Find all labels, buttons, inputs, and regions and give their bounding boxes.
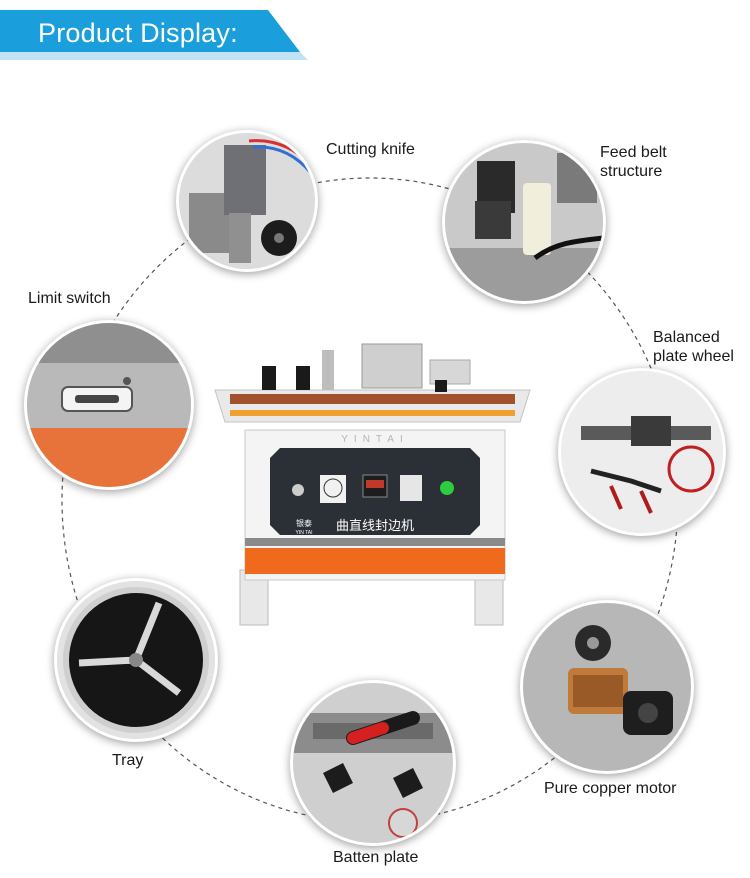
balanced-plate-wheel-image bbox=[561, 371, 723, 533]
pure-copper-motor-photo bbox=[520, 600, 694, 774]
feed-belt-label-line2: structure bbox=[600, 163, 663, 180]
limit-switch-image bbox=[27, 323, 191, 487]
batten-plate-image bbox=[293, 683, 453, 843]
feed-belt-label-line1: Feed belt bbox=[600, 144, 667, 161]
balanced-plate-wheel-label-line2: plate wheel bbox=[653, 348, 734, 365]
logo-sub: YIN TAI bbox=[295, 530, 312, 536]
feed-belt-photo bbox=[442, 140, 606, 304]
tray-photo bbox=[54, 578, 218, 742]
limit-switch-label: Limit switch bbox=[28, 290, 111, 307]
header-banner: Product Display: bbox=[0, 0, 310, 62]
balanced-plate-wheel-label-line1: Balanced bbox=[653, 329, 720, 346]
feed-belt-label: Feed belt structure bbox=[600, 143, 667, 181]
batten-plate-label: Batten plate bbox=[333, 849, 419, 866]
brand-text: YINTAI bbox=[341, 434, 408, 445]
balanced-plate-wheel-photo bbox=[558, 368, 726, 536]
tray-label: Tray bbox=[112, 752, 144, 769]
tray-image bbox=[57, 581, 215, 739]
pure-copper-motor-label: Pure copper motor bbox=[544, 780, 677, 797]
cutting-knife-image bbox=[179, 133, 315, 269]
machine-illustration: 曲直线封边机 银泰 YIN TAI YINTAI bbox=[214, 343, 531, 626]
feed-belt-image bbox=[445, 143, 603, 301]
balanced-plate-wheel-label: Balanced plate wheel bbox=[653, 328, 734, 366]
batten-plate-photo bbox=[290, 680, 456, 846]
edge-banding-machine: 曲直线封边机 银泰 YIN TAI YINTAI bbox=[200, 330, 545, 630]
limit-switch-photo bbox=[24, 320, 194, 490]
pure-copper-motor-image bbox=[523, 603, 691, 771]
page-title: Product Display: bbox=[38, 18, 238, 48]
panel-title: 曲直线封边机 bbox=[336, 518, 414, 533]
cutting-knife-label: Cutting knife bbox=[326, 141, 415, 158]
banner-shape bbox=[0, 10, 308, 60]
cutting-knife-photo bbox=[176, 130, 318, 272]
logo-text: 银泰 bbox=[296, 518, 312, 528]
